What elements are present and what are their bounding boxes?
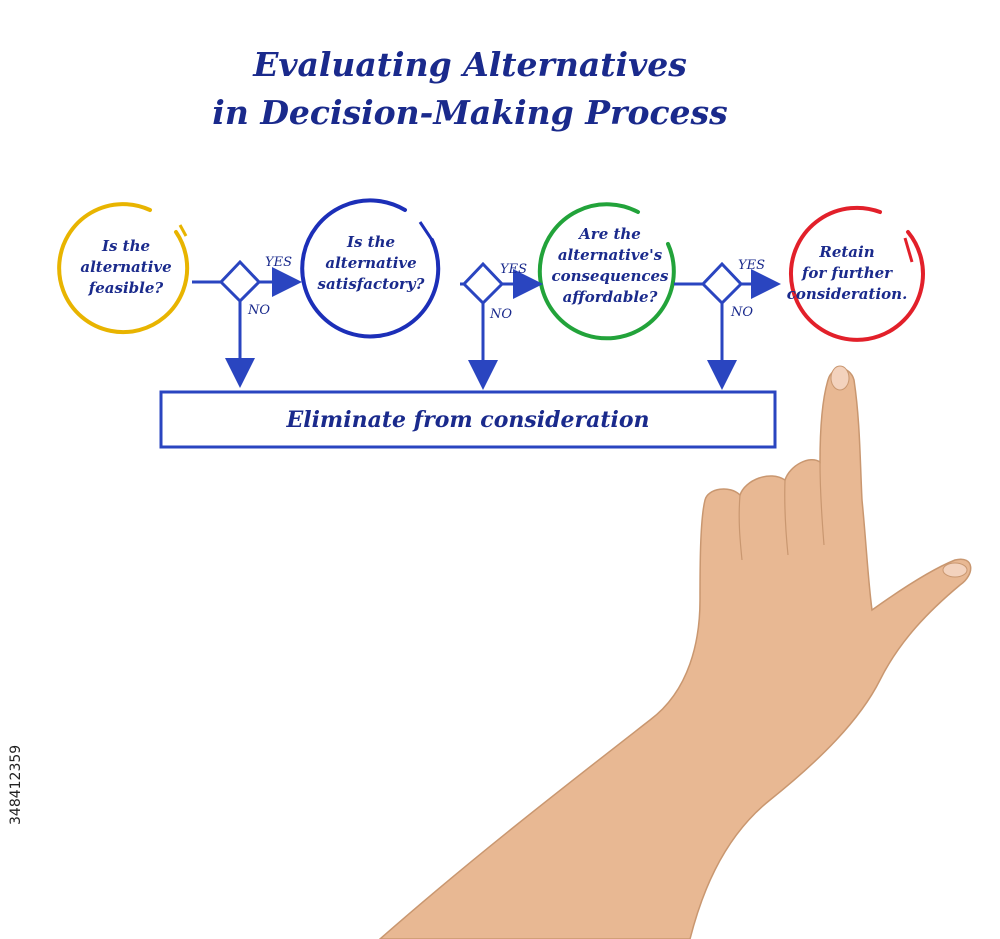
yes-label-2: YES [500, 262, 527, 277]
node-satisfactory-text: Is the alternative satisfactory? [317, 233, 425, 293]
node-feasible-text: Is the alternative feasible? [80, 237, 172, 297]
title-line-1: Evaluating Alternatives [253, 45, 687, 84]
circle-affordable [537, 202, 676, 341]
decision-diamond-3 [700, 261, 744, 306]
eliminate-box-border [159, 390, 777, 449]
title-line-2: in Decision-Making Process [212, 93, 728, 132]
decision-diamond-2 [461, 261, 505, 306]
pointing-hand [378, 365, 972, 939]
node-retain-text: Retain for further consideration. [786, 243, 908, 303]
circle-retain [788, 205, 925, 342]
decision-diamond-1 [218, 259, 262, 304]
circle-satisfactory [300, 198, 441, 339]
circle-feasible [57, 202, 190, 335]
no-label-1: NO [248, 303, 271, 318]
yes-label-3: YES [738, 258, 765, 273]
yes-label-1: YES [265, 255, 292, 270]
watermark-id: 348412359 [8, 744, 24, 826]
no-label-3: NO [731, 305, 754, 320]
eliminate-box-label: Eliminate from consideration [286, 407, 650, 433]
node-affordable-text: Are the alternative's consequences affor… [551, 225, 669, 306]
no-label-2: NO [490, 307, 513, 322]
